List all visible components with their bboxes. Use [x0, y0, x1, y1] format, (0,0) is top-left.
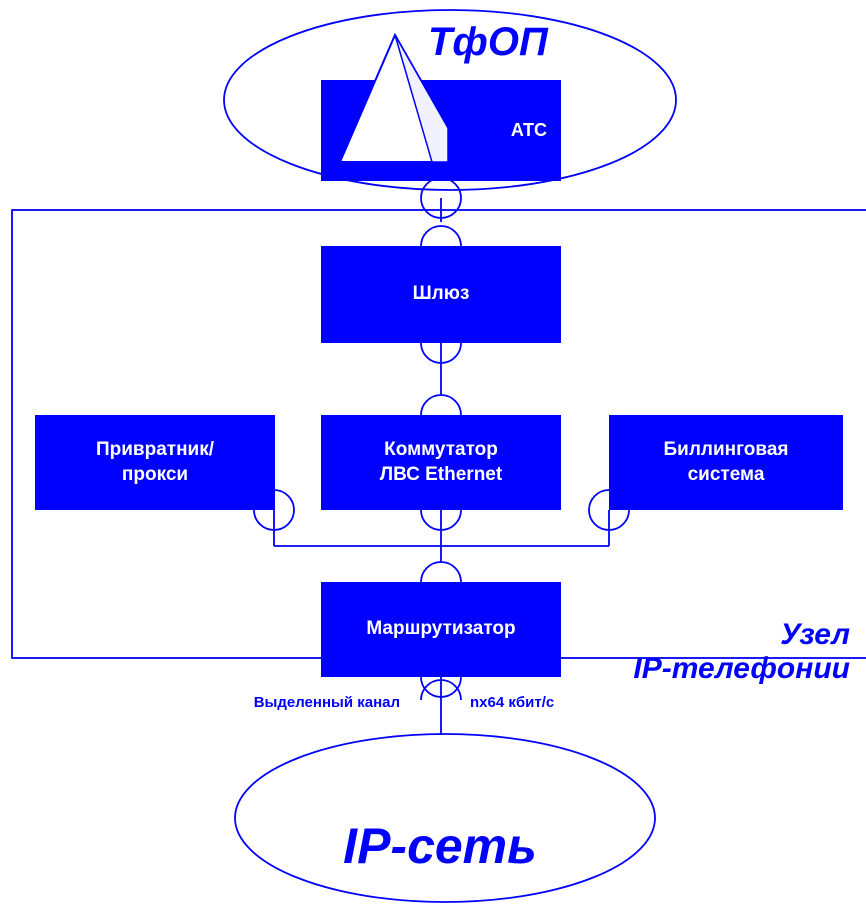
node-label-line1: Узел [780, 618, 850, 651]
router-label: Маршрутизатор [366, 618, 516, 640]
link-left-label: Выделенный канал [253, 694, 400, 711]
ip-network-label: IP-сеть [343, 818, 537, 874]
switch-line1: Коммутатор [384, 438, 498, 460]
pstn-cloud [223, 9, 677, 191]
link-right-label: nx64 кбит/с [470, 694, 555, 711]
gatekeeper-block: Привратник/ прокси [35, 415, 275, 510]
ats-label: АТС [510, 119, 547, 140]
connector-gateway-switch [420, 342, 462, 416]
lan-switch-block: Коммутатор ЛВС Ethernet [321, 415, 561, 510]
connector-router-channel [420, 676, 462, 735]
pstn-label: ТфОП [428, 20, 548, 64]
billing-line2: система [687, 463, 765, 485]
switch-line2: ЛВС Ethernet [379, 463, 503, 485]
connector-switch-bus [420, 509, 462, 546]
connector-bus-router [420, 546, 462, 583]
gatekeeper-line2: прокси [121, 463, 189, 485]
gatekeeper-line1: Привратник/ [95, 438, 215, 460]
router-block: Маршрутизатор [321, 582, 561, 677]
node-label-line2: IP-телефонии [633, 652, 850, 685]
gateway-block: Шлюз [321, 246, 561, 343]
billing-line1: Биллинговая [663, 438, 789, 460]
gateway-label: Шлюз [412, 283, 470, 305]
ip-network-cloud [234, 733, 656, 903]
billing-block: Биллинговая система [609, 415, 843, 510]
